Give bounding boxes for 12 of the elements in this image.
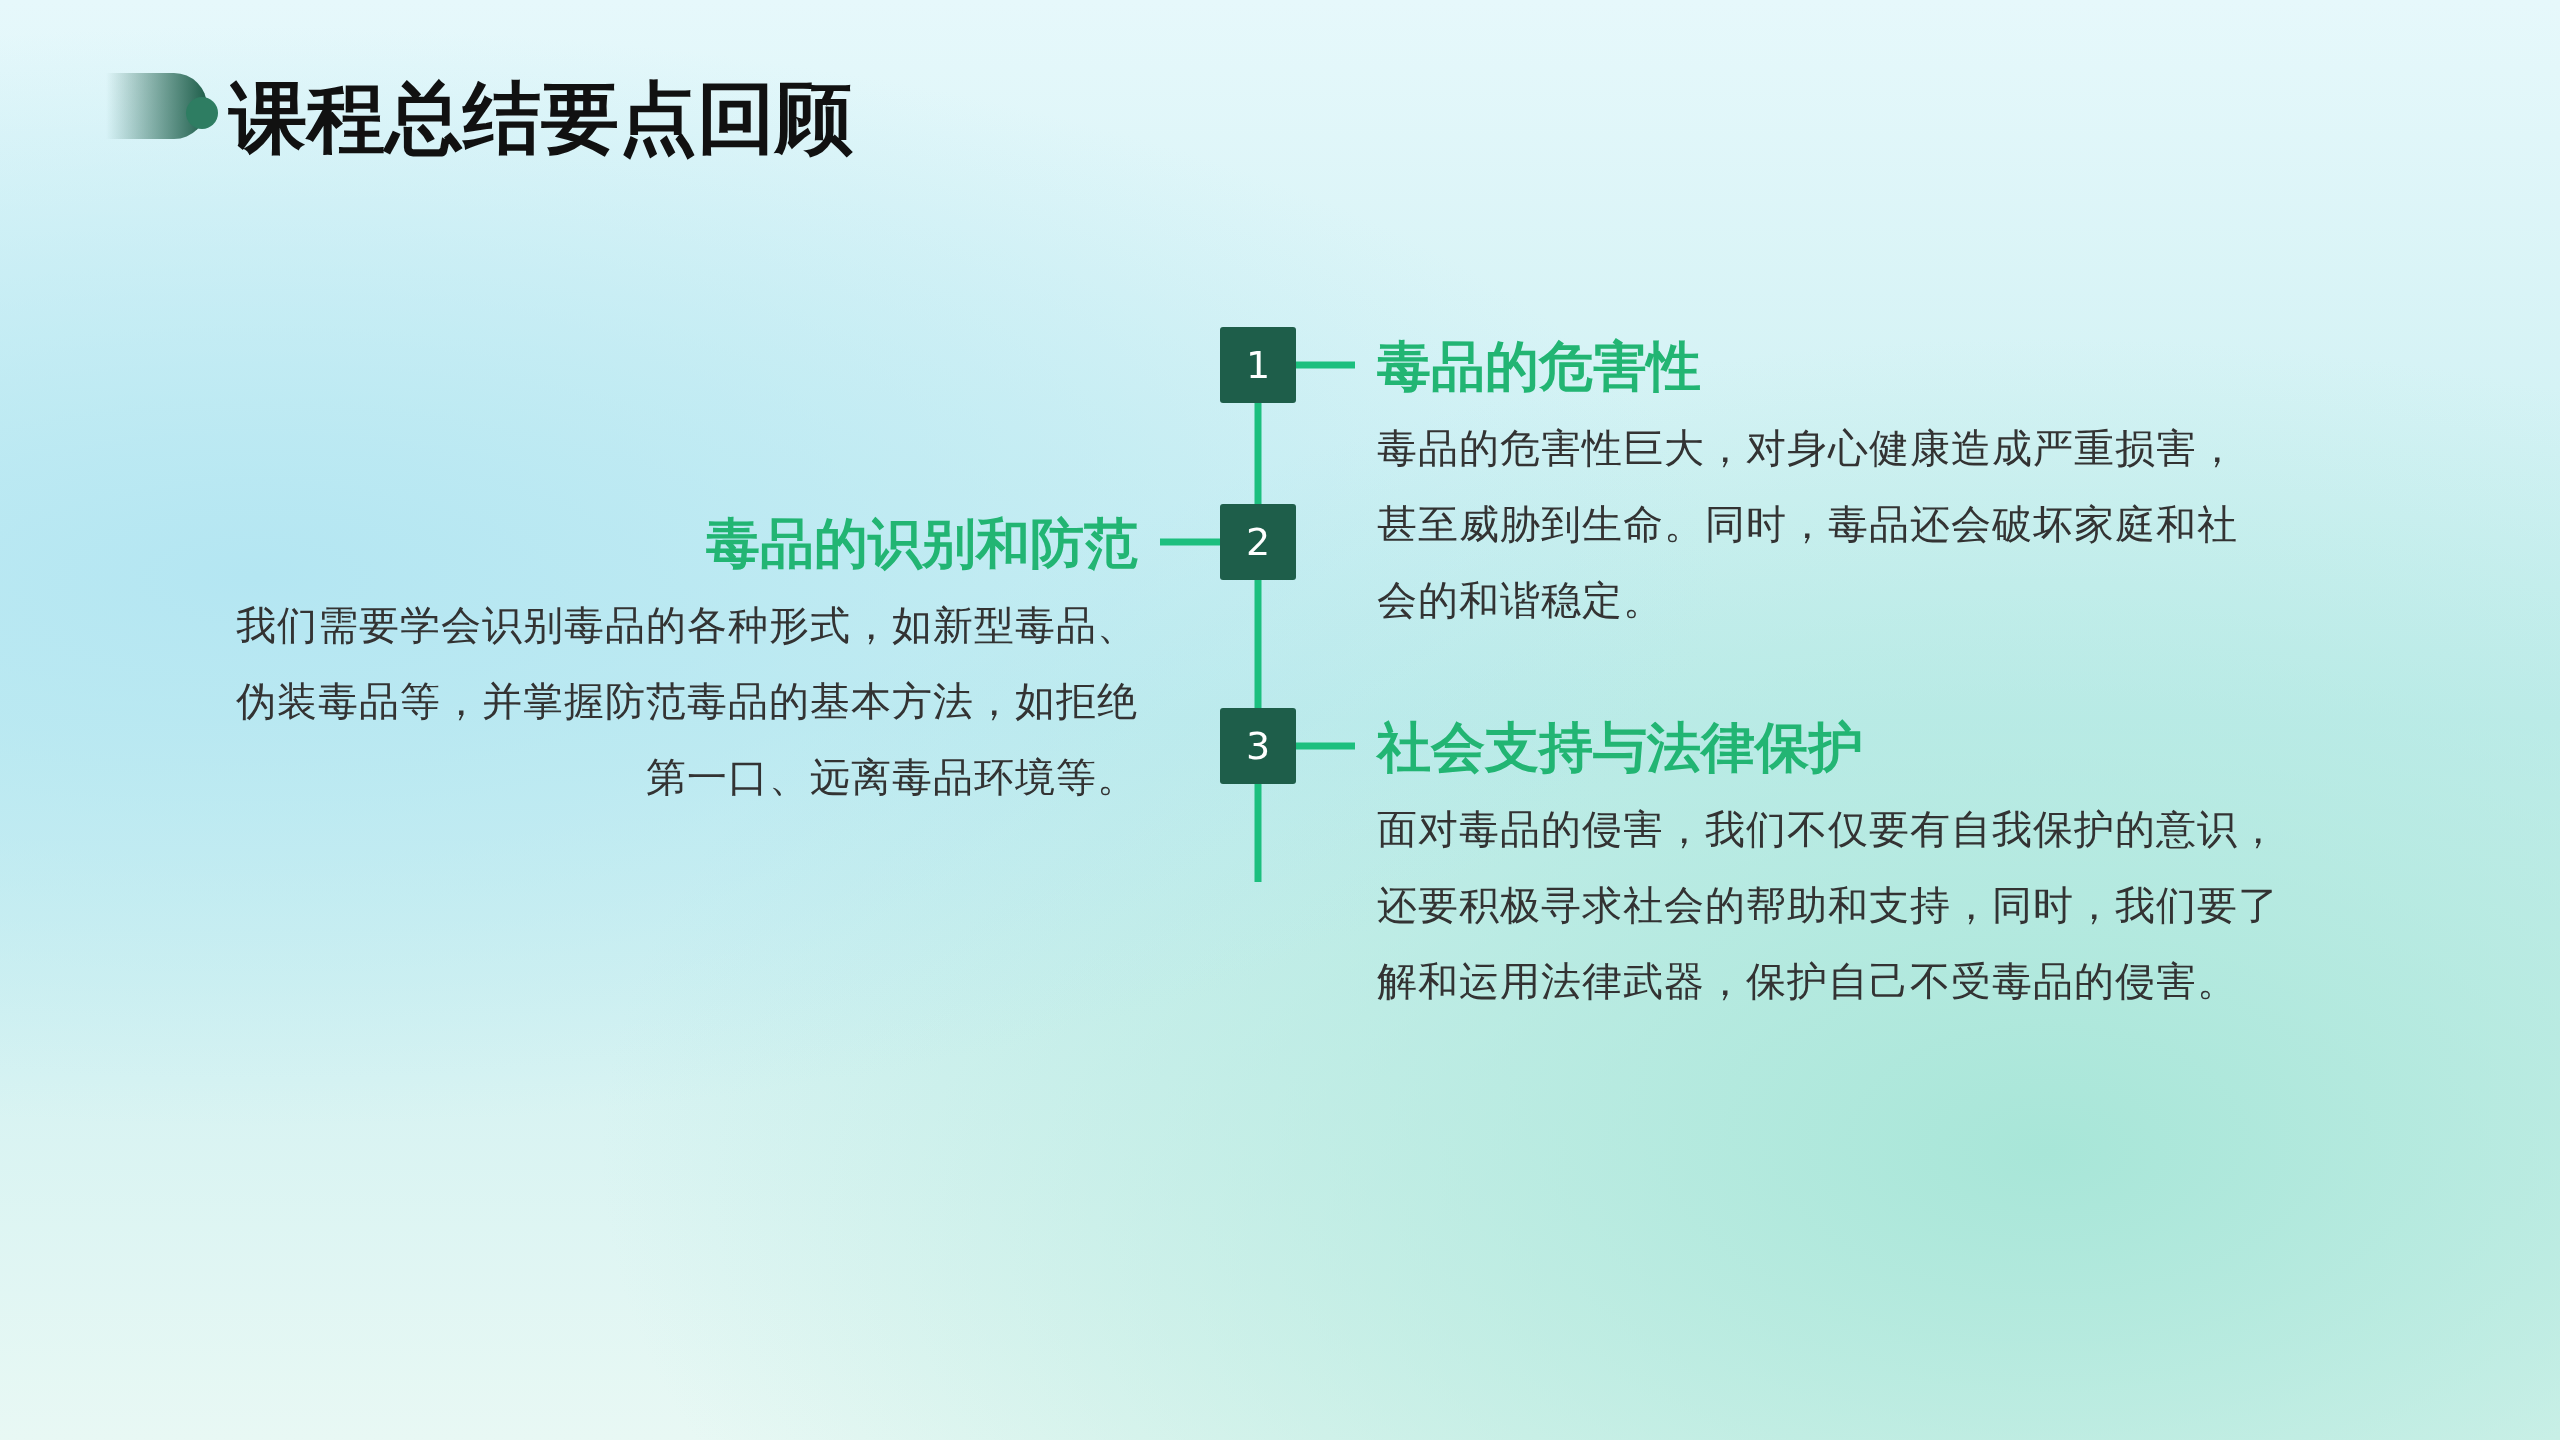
item-description: 我们需要学会识别毒品的各种形式，如新型毒品、伪装毒品等，并掌握防范毒品的基本方法，如拒绝第一口、远离毒品环境等。 (235, 601, 1138, 802)
item-heading: 毒品的识别和防范 (706, 511, 1138, 577)
number-badge: 1 (1220, 327, 1296, 403)
number-badge: 3 (1220, 708, 1296, 784)
item-description: 面对毒品的侵害，我们不仅要有自我保护的意识，还要积极寻求社会的帮助和支持，同时，我们要了解和运用法律武器，保护自己不受毒品的侵害。 (1377, 805, 2280, 1006)
number-badge: 2 (1220, 504, 1296, 580)
connector-line (1254, 580, 1262, 708)
item-heading: 社会支持与法律保护 (1377, 715, 1863, 781)
slide-title: 课程总结要点回顾 (229, 72, 853, 165)
item-description: 毒品的危害性巨大，对身心健康造成严重损害，甚至威胁到生命。同时，毒品还会破坏家庭和社会的和谐稳定。 (1377, 424, 2239, 625)
item-heading: 毒品的危害性 (1377, 334, 1701, 400)
connector-line (1254, 403, 1262, 504)
